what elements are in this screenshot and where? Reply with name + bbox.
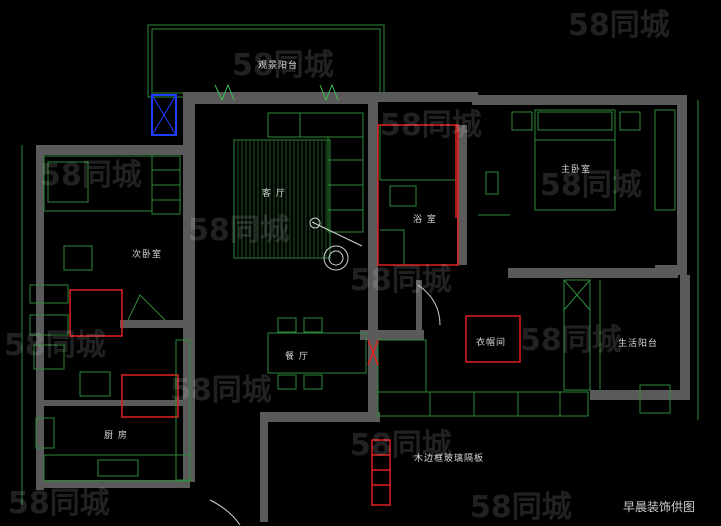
label-bathroom: 浴 室	[413, 215, 437, 225]
watermark: 58同城	[350, 428, 452, 463]
watermark: 58同城	[188, 213, 290, 248]
label-dining-room: 餐 厅	[285, 352, 309, 362]
label-kitchen: 厨 房	[104, 431, 128, 441]
living-room-rug	[233, 139, 331, 259]
watermark: 58同城	[470, 490, 572, 525]
cloakroom-island	[465, 315, 521, 363]
label-master-bedroom: 主卧室	[561, 165, 592, 175]
watermark: 58同城	[350, 263, 452, 298]
walls	[36, 92, 690, 522]
service-balcony-fixtures	[599, 280, 671, 414]
cloakroom-cabinets	[377, 279, 591, 417]
label-cloakroom: 衣帽间	[476, 338, 507, 348]
label-partition: 木边框玻璃隔板	[414, 454, 485, 464]
label-second-bedroom: 次卧室	[132, 250, 163, 260]
watermark: 58同城	[380, 108, 482, 143]
kitchen-highlights	[69, 289, 179, 418]
credit-text: 早晨装饰供图	[622, 500, 695, 514]
watermark: 58同城	[568, 8, 670, 43]
bathroom-fixtures	[379, 124, 457, 266]
dining-table	[267, 317, 367, 390]
window-icon	[151, 94, 177, 136]
master-bedroom-bed	[478, 109, 676, 216]
kitchen-fixtures	[29, 284, 191, 482]
glass-partition	[371, 439, 391, 506]
watermark: 58同城	[8, 486, 110, 521]
watermark: 58同城	[540, 168, 642, 203]
second-bedroom-bed	[43, 155, 181, 321]
label-balcony-view: 观景阳台	[258, 61, 299, 71]
label-service-balcony: 生活阳台	[618, 339, 659, 349]
sofa	[267, 112, 364, 233]
watermark: 58同城	[40, 158, 142, 193]
label-living-room: 客 厅	[262, 189, 286, 199]
watermark: 58同城	[4, 328, 106, 363]
watermark: 58同城	[170, 373, 272, 408]
watermark: 58同城	[232, 48, 334, 83]
watermark: 58同城	[520, 323, 622, 358]
